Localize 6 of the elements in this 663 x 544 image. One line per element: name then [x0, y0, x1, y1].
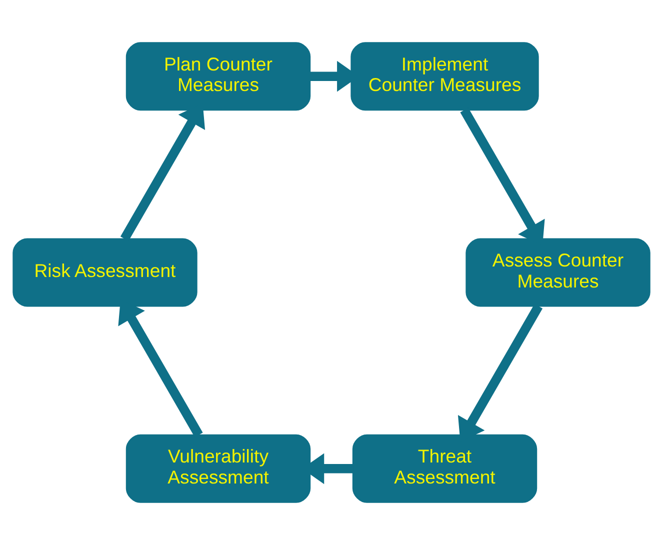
node-box: Risk Assessment [12, 238, 198, 306]
node-box: Threat Assessment [352, 434, 538, 502]
node-box: Plan Counter Measures [126, 42, 311, 110]
node-box: Vulnerability Assessment [126, 434, 311, 502]
node-box: Implement Counter Measures [350, 42, 539, 110]
node-box: Assess Counter Measures [466, 238, 650, 306]
